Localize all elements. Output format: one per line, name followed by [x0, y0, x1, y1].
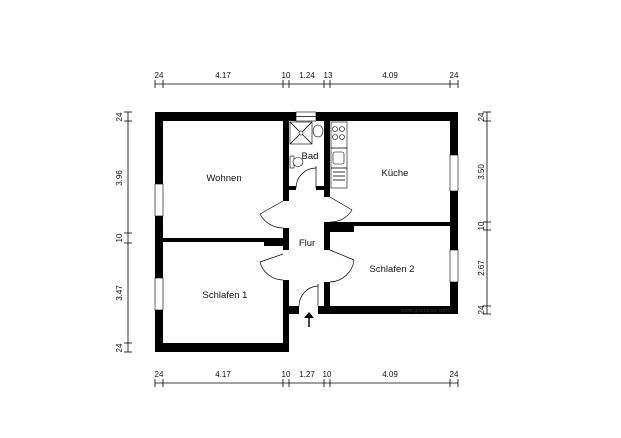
room-label-schlafen1: Schlafen 1	[203, 290, 248, 301]
window-kueche	[449, 154, 459, 192]
room-labels: Wohnen Küche Bad Flur Schlafen 1 Schlafe…	[203, 151, 415, 301]
sink-icon	[312, 124, 324, 138]
kitchen-sink-icon	[332, 151, 345, 165]
dim-bottom-4: 10	[323, 370, 332, 379]
room-label-flur: Flur	[299, 238, 315, 249]
dim-left-0: 24	[115, 112, 124, 121]
dim-top-1: 4.17	[215, 71, 231, 80]
dim-left-4: 24	[115, 343, 124, 352]
dim-bottom-3: 1.27	[299, 370, 315, 379]
room-label-bad: Bad	[302, 151, 319, 162]
dim-left-2: 10	[115, 233, 124, 242]
dim-top-5: 4.09	[382, 71, 398, 80]
dim-top-3: 1.24	[299, 71, 315, 80]
doors	[259, 166, 355, 307]
window-wohnen	[154, 183, 164, 217]
dim-bottom-0: 24	[155, 370, 164, 379]
room-label-kueche: Küche	[382, 168, 409, 179]
dim-top-4: 13	[324, 71, 333, 80]
dim-left-1: 3.96	[115, 170, 124, 186]
dim-left-3: 3.47	[115, 285, 124, 301]
dimension-labels-bottom: 24 4.17 10 1.27 10 4.09 24	[155, 370, 459, 379]
dimension-labels-right: 24 3.50 10 2.67 24	[477, 112, 486, 314]
entrance-arrow-icon	[304, 312, 314, 327]
dim-right-4: 24	[477, 305, 486, 314]
room-label-schlafen2: Schlafen 2	[370, 264, 415, 275]
dim-bottom-2: 10	[282, 370, 291, 379]
dim-bottom-6: 24	[450, 370, 459, 379]
dim-top-6: 24	[450, 71, 459, 80]
dim-right-0: 24	[477, 112, 486, 121]
dim-top-2: 10	[282, 71, 291, 80]
windows	[154, 111, 459, 311]
dimension-lines	[124, 80, 491, 387]
dim-bottom-1: 4.17	[215, 370, 231, 379]
bathroom-fixtures	[289, 121, 324, 169]
dim-right-1: 3.50	[477, 164, 486, 180]
window-schlafen2	[449, 249, 459, 283]
dimension-labels-left: 24 3.96 10 3.47 24	[115, 112, 124, 352]
dim-right-2: 10	[477, 221, 486, 230]
dim-right-3: 2.67	[477, 260, 486, 276]
kitchen-fixtures	[330, 121, 348, 189]
dimension-labels-top: 24 4.17 10 1.24 13 4.09 24	[155, 71, 459, 80]
window-schlafen1	[154, 277, 164, 311]
dim-top-0: 24	[155, 71, 164, 80]
stove-burner-icon	[332, 126, 338, 132]
watermark: www.grundriss.com	[400, 308, 449, 314]
room-label-wohnen: Wohnen	[206, 173, 241, 184]
dim-bottom-5: 4.09	[382, 370, 398, 379]
